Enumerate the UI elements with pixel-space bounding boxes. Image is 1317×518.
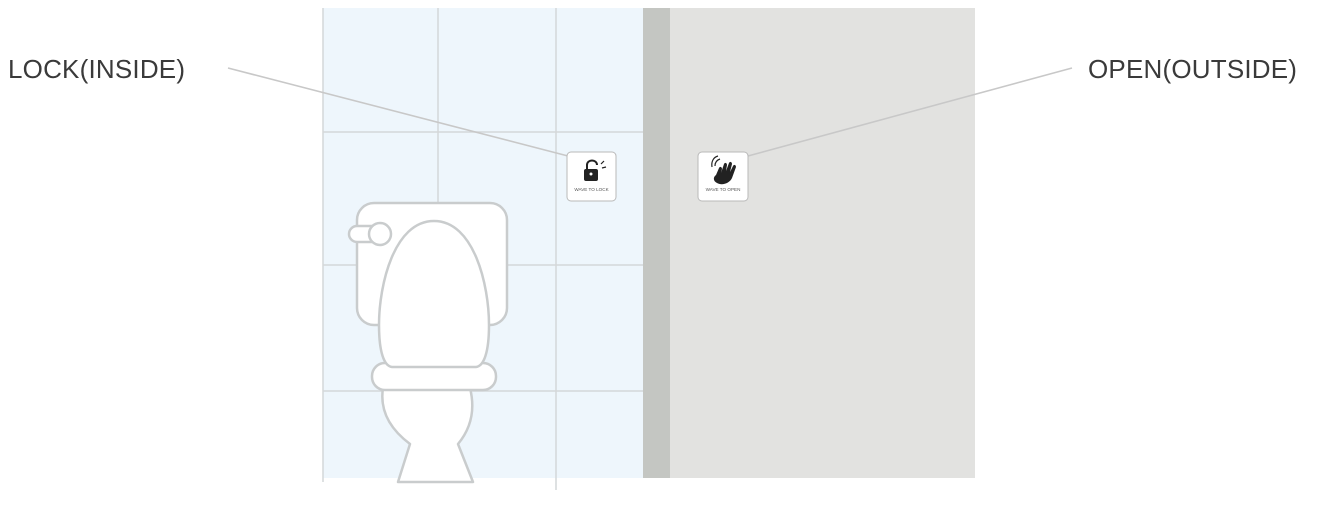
lock-inside-label: LOCK(INSIDE) <box>8 56 185 82</box>
wave-to-lock-sign: WAVE TO LOCK <box>567 152 616 201</box>
wave-to-open-sign: WAVE TO OPEN <box>698 152 748 201</box>
toilet-flush-knob <box>369 223 391 245</box>
door-face <box>670 8 975 478</box>
door <box>643 8 975 478</box>
open-outside-label: OPEN(OUTSIDE) <box>1088 56 1297 82</box>
lock-sign-text: WAVE TO LOCK <box>574 187 609 192</box>
door-edge <box>643 8 670 478</box>
open-sign-text: WAVE TO OPEN <box>706 187 741 192</box>
padlock-keyhole <box>590 173 593 176</box>
